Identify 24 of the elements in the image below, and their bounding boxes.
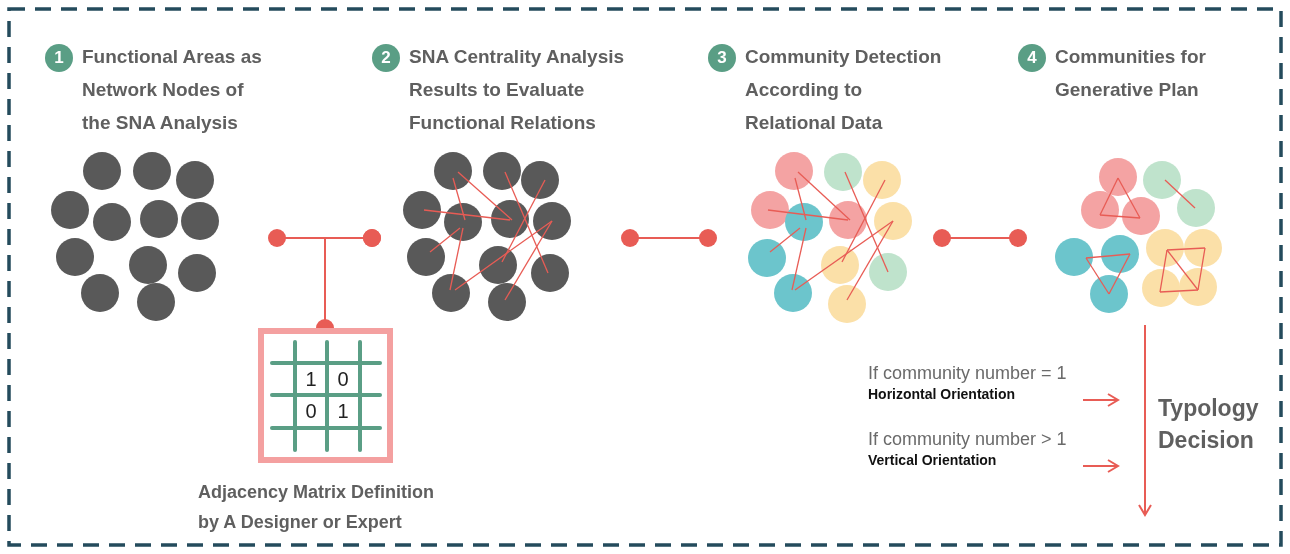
step-number-badge: 2 bbox=[372, 44, 400, 72]
orientation-text: Vertical Orientation bbox=[868, 451, 998, 470]
condition-text: If community number = 1 bbox=[868, 362, 1068, 384]
arrow bbox=[1138, 324, 1152, 516]
step-heading: Functional Areas as Network Nodes of the SNA Analysis bbox=[82, 45, 263, 135]
step-number-badge: 4 bbox=[1018, 44, 1046, 72]
arrow bbox=[1082, 393, 1119, 407]
matrix-value: 1 bbox=[304, 367, 318, 391]
node-label: Adjacency Matrix Definition by A Designer or Expert bbox=[198, 481, 436, 534]
condition-text: If community number > 1 bbox=[868, 428, 1068, 450]
adjacency-matrix bbox=[258, 328, 393, 463]
matrix-value: 0 bbox=[304, 399, 318, 423]
step-heading: SNA Centrality Analysis Results to Evaluate Functional Relations bbox=[409, 45, 626, 135]
connector-line bbox=[933, 229, 1027, 247]
step-heading: Community Detection According to Relational Data bbox=[745, 45, 942, 135]
orientation-text: Horizontal Orientation bbox=[868, 385, 1016, 404]
matrix-value: 1 bbox=[336, 399, 350, 423]
arrow bbox=[1082, 459, 1119, 473]
connector-line bbox=[621, 229, 717, 247]
matrix-value: 0 bbox=[336, 367, 350, 391]
step-number-badge: 1 bbox=[45, 44, 73, 72]
step-number-badge: 3 bbox=[708, 44, 736, 72]
decision-label: Typology Decision bbox=[1158, 394, 1260, 455]
step-heading: Communities for Generative Plan bbox=[1055, 45, 1207, 102]
